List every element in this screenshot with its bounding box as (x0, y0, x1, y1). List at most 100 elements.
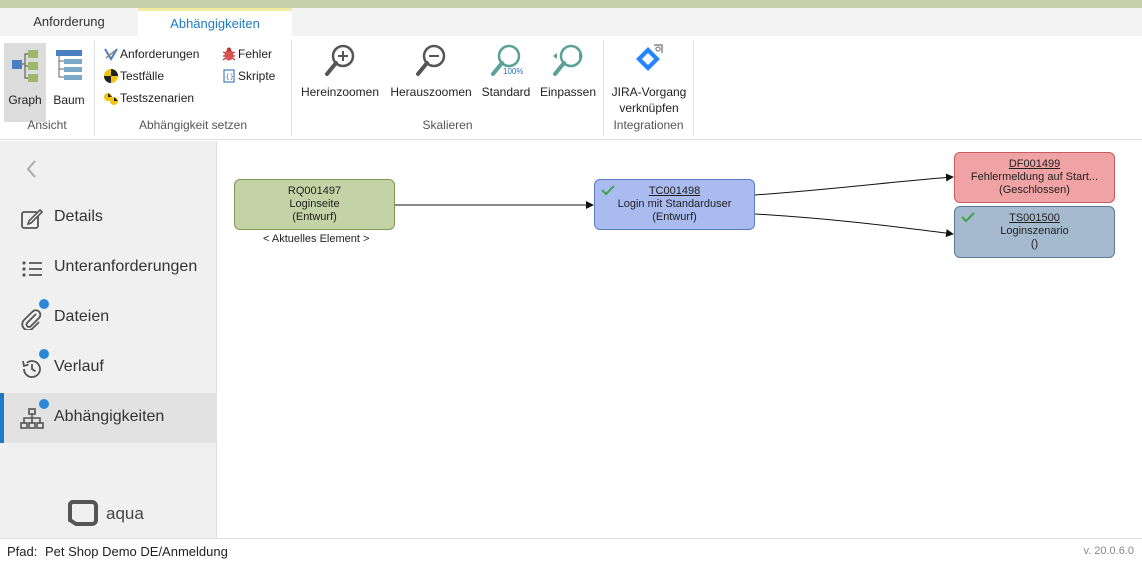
notification-dot (39, 399, 49, 409)
set-scripts-label: Skripte (238, 69, 276, 83)
ribbon-toolbar: Graph Baum Ansicht Anforderungen Testfäl… (0, 36, 1142, 140)
notification-dot (39, 349, 49, 359)
dependency-graph-canvas[interactable]: RQ001497 Loginseite (Entwurf) < Aktuelle… (218, 141, 1142, 538)
testscenarios-icon (104, 93, 118, 105)
paperclip-icon (21, 309, 42, 330)
check-icon (961, 212, 975, 223)
node-title: Fehlermeldung auf Start... (970, 171, 1099, 183)
sidebar-item-unteranforderungen[interactable]: Unteranforderungen (0, 243, 217, 293)
window-top-strip (0, 0, 1142, 8)
sidebar-item-abhaengigkeiten[interactable]: Abhängigkeiten (0, 393, 217, 443)
tree-view-icon (56, 50, 82, 80)
zoom-out-button[interactable]: Herauszoomen (388, 43, 474, 103)
fit-label: Einpassen (539, 85, 597, 99)
sidebar-item-dateien[interactable]: Dateien (0, 293, 217, 343)
node-status: () (1030, 238, 1039, 250)
jira-link-label-line2: verknüpfen (619, 101, 679, 115)
node-id[interactable]: DF001499 (1008, 158, 1061, 170)
sidebar-item-label: Unteranforderungen (54, 258, 198, 275)
set-requirements-label: Anforderungen (120, 47, 200, 61)
zoom-in-label: Hereinzoomen (300, 85, 380, 99)
tree-view-label: Baum (53, 93, 85, 107)
zoom-standard-label: Standard (481, 85, 531, 99)
tab-abhaengigkeiten[interactable]: Abhängigkeiten (138, 8, 292, 36)
node-title: Loginszenario (1000, 225, 1069, 237)
sidebar-item-label: Dateien (54, 308, 110, 325)
graph-node-requirement[interactable]: RQ001497 Loginseite (Entwurf) (234, 179, 395, 230)
jira-icon (636, 44, 663, 71)
current-element-caption: < Aktuelles Element > (263, 233, 370, 245)
set-defects-label: Fehler (238, 47, 273, 61)
group-ansicht-label: Ansicht (27, 118, 67, 132)
group-integrationen-label: Integrationen (613, 118, 684, 132)
set-scripts-button[interactable]: {} Skripte (221, 66, 275, 86)
graph-view-button[interactable]: Graph (4, 43, 46, 122)
fit-button[interactable]: Einpassen (538, 43, 598, 103)
jira-link-label-line1: JIRA-Vorgang (611, 85, 687, 99)
graph-node-testscenario[interactable]: TS001500 Loginszenario () (954, 206, 1115, 258)
group-abhaengigkeit-setzen: Anforderungen Testfälle Testszenarien Fe… (95, 40, 292, 136)
group-skalieren: Hereinzoomen Herauszoomen 100% Standard … (292, 40, 604, 136)
graph-node-testcase[interactable]: TC001498 Login mit Standarduser (Entwurf… (594, 179, 755, 230)
svg-text:{}: {} (226, 73, 234, 81)
group-ansicht: Graph Baum Ansicht (0, 40, 95, 136)
aqua-logo-text: aqua (106, 504, 144, 523)
zoom-standard-icon: 100% (491, 44, 523, 76)
back-chevron-icon[interactable] (20, 157, 44, 181)
ribbon-tab-bar: Anforderung Abhängigkeiten (0, 8, 1142, 36)
aqua-logo-icon (67, 500, 98, 526)
jira-link-button[interactable]: JIRA-Vorgang verknüpfen (608, 43, 690, 119)
version-label: v. 20.0.6.0 (1083, 545, 1134, 557)
zoom-in-icon (325, 44, 355, 76)
tab-anforderung[interactable]: Anforderung (33, 14, 105, 29)
group-abhaengigkeit-label: Abhängigkeit setzen (138, 118, 248, 132)
set-defects-button[interactable]: Fehler (221, 44, 272, 64)
node-status: (Entwurf) (292, 211, 337, 223)
group-integrationen: JIRA-Vorgang verknüpfen Integrationen (604, 40, 694, 136)
set-testcases-label: Testfälle (120, 69, 165, 83)
script-icon: {} (223, 69, 235, 83)
set-testscenarios-button[interactable]: Testszenarien (103, 88, 194, 108)
testcases-icon (104, 69, 118, 83)
node-title: Login mit Standarduser (617, 198, 732, 210)
node-status: (Geschlossen) (999, 184, 1070, 196)
node-status: (Entwurf) (652, 211, 697, 223)
graph-edges (395, 173, 954, 238)
set-requirements-button[interactable]: Anforderungen (103, 44, 199, 64)
edit-icon (21, 208, 44, 229)
zoom-out-label: Herauszoomen (390, 85, 472, 99)
set-testcases-button[interactable]: Testfälle (103, 66, 164, 86)
sidebar: Details Unteranforderungen Dateien Verla… (0, 141, 217, 538)
zoom-in-button[interactable]: Hereinzoomen (298, 43, 382, 103)
sidebar-item-verlauf[interactable]: Verlauf (0, 343, 217, 393)
status-bar: Pfad: Pet Shop Demo DE/Anmeldung v. 20.0… (0, 538, 1142, 563)
graph-view-icon (12, 50, 38, 82)
sidebar-item-label: Verlauf (54, 358, 104, 375)
tree-view-button[interactable]: Baum (48, 43, 90, 122)
sidebar-item-label: Details (54, 208, 103, 225)
zoom-standard-badge: 100% (503, 67, 523, 76)
sidebar-item-details[interactable]: Details (0, 193, 217, 243)
sidebar-item-label: Abhängigkeiten (54, 408, 165, 425)
set-testscenarios-label: Testszenarien (120, 91, 195, 105)
path-label: Pfad: (7, 544, 38, 559)
graph-node-defect[interactable]: DF001499 Fehlermeldung auf Start... (Ges… (954, 152, 1115, 203)
hierarchy-icon (20, 408, 44, 429)
path-value[interactable]: Pet Shop Demo DE/Anmeldung (45, 544, 228, 559)
history-icon (22, 360, 41, 378)
zoom-standard-button[interactable]: 100% Standard (480, 43, 532, 103)
node-id: RQ001497 (287, 185, 342, 197)
graph-view-label: Graph (8, 93, 42, 107)
bug-icon (222, 47, 236, 61)
edge-tc-to-df (754, 173, 954, 196)
list-icon (22, 261, 42, 277)
zoom-out-icon (416, 44, 446, 76)
check-icon (601, 185, 615, 196)
notification-dot (39, 299, 49, 309)
node-id[interactable]: TS001500 (1009, 212, 1060, 224)
requirements-icon (104, 48, 118, 61)
fit-icon (553, 44, 583, 76)
group-skalieren-label: Skalieren (422, 118, 473, 132)
node-id[interactable]: TC001498 (648, 185, 701, 197)
edge-tc-to-ts (754, 213, 954, 238)
